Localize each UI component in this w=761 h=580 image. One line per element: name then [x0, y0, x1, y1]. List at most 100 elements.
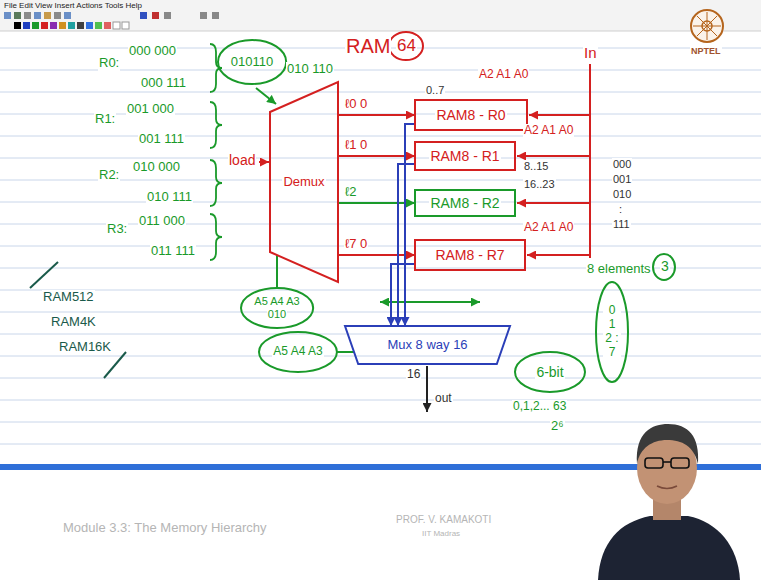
connector-label: ℓ0 0 — [344, 97, 368, 112]
mux-block: Mux 8 way 16 — [345, 326, 510, 364]
circled-number: 64 — [396, 36, 417, 56]
number-circle — [389, 32, 423, 60]
signal-name: A2 A1 A0 — [523, 124, 574, 138]
toolbar-icons — [4, 12, 219, 29]
tool-icon — [24, 12, 31, 19]
tool-icon — [14, 12, 21, 19]
curly-brace — [210, 44, 222, 92]
element-list-circle: 0 1 2 : 7 — [596, 282, 628, 382]
tool-icon — [164, 12, 171, 19]
binary-value: 111 — [612, 218, 631, 231]
node-label: 010110 — [230, 55, 274, 70]
signal-name: A2 A1 A0 — [523, 221, 574, 235]
logo-spokes — [693, 12, 721, 40]
input-bus — [259, 64, 590, 258]
connector — [337, 351, 354, 353]
load-wire — [259, 161, 269, 163]
connector-label: ℓ2 — [344, 185, 357, 200]
binary-address: 010 111 — [146, 190, 193, 205]
presenter-glasses — [663, 461, 671, 463]
tool-icon — [44, 12, 51, 19]
ruled-lines — [0, 48, 761, 444]
binary-address: 011 111 — [150, 244, 196, 259]
binary-address: 011 000 — [138, 214, 186, 229]
input-wire — [589, 64, 591, 258]
node-outline — [415, 240, 525, 270]
node-outline — [415, 142, 515, 170]
node-label: RAM8 - R0 — [435, 107, 506, 123]
signal-name: A2 A1 A0 — [478, 68, 529, 82]
input-wire — [529, 114, 590, 116]
color-swatch — [122, 22, 129, 29]
node-label: 010 — [267, 308, 287, 321]
memory-size: RAM512 — [42, 290, 95, 305]
node-label: A5 A4 A3 — [272, 345, 323, 359]
ruled-line — [0, 136, 761, 137]
connector — [398, 164, 415, 326]
ruled-line — [0, 290, 761, 291]
ruled-line — [0, 312, 761, 313]
address-range: 8..15 — [523, 160, 549, 173]
node-outline — [415, 100, 527, 130]
memory-size: RAM16K — [58, 340, 112, 355]
select-bits-circle: A5 A4 A3010 — [241, 288, 313, 328]
node-label: Mux 8 way 16 — [386, 338, 468, 353]
color-swatch — [113, 22, 120, 29]
binary-address: 010 000 — [132, 160, 181, 175]
curly-brace — [210, 160, 222, 206]
ram-block: RAM8 - R2 — [415, 190, 515, 216]
address-range: 16..23 — [523, 178, 556, 191]
node-outline — [415, 190, 515, 216]
color-swatch — [32, 22, 39, 29]
color-swatch — [59, 22, 66, 29]
group-braces — [210, 44, 222, 260]
node-outline — [259, 332, 337, 372]
data-bus-arrow — [380, 301, 480, 303]
node-label: 6-bit — [535, 364, 564, 380]
node-label: Demux — [282, 175, 325, 190]
demux-block: Demux — [270, 82, 338, 282]
color-swatch — [86, 22, 93, 29]
logo-ring — [691, 10, 723, 42]
ram-block: RAM8 - R0 — [415, 100, 527, 130]
signal-name: load — [228, 152, 256, 168]
ruled-line — [0, 334, 761, 335]
connector — [338, 155, 415, 157]
connector-label: ℓ7 0 — [344, 237, 368, 252]
presenter-figure — [598, 424, 740, 580]
binary-address: 000 000 — [128, 44, 177, 59]
connector — [391, 264, 415, 326]
footer-text: Module 3.3: The Memory Hierarchy — [62, 521, 268, 536]
annotation-text: 2⁶ — [550, 419, 565, 434]
ruled-line — [0, 422, 761, 423]
connector — [338, 114, 415, 116]
nptel-logo — [691, 10, 723, 42]
node-label: RAM8 - R2 — [429, 195, 500, 211]
node-label: A5 A4 A3 — [253, 295, 300, 308]
slash-mark — [104, 352, 126, 378]
heading-note: RAM — [345, 35, 391, 58]
input-wire — [517, 202, 590, 204]
node-outline — [345, 326, 510, 364]
ruled-line — [0, 400, 761, 401]
binary-value: 000 — [612, 158, 632, 171]
ram-block: RAM8 - R7 — [415, 240, 525, 270]
register-name: R2: — [98, 168, 120, 183]
ruled-line — [0, 356, 761, 357]
color-swatch — [41, 22, 48, 29]
tool-icon — [140, 12, 147, 19]
footer-text: IIT Madras — [421, 529, 461, 538]
bit-width-circle: 6-bit — [515, 352, 585, 392]
color-swatch — [14, 22, 21, 29]
logo-text: NPTEL — [690, 46, 722, 56]
ruled-line — [0, 378, 761, 379]
node-label: RAM8 - R7 — [434, 247, 505, 263]
tool-icon — [200, 12, 207, 19]
node-outline — [270, 82, 338, 282]
toolbar — [0, 0, 761, 31]
node-outline — [596, 282, 628, 382]
slash-mark — [30, 262, 58, 288]
binary-value: : — [618, 203, 623, 216]
